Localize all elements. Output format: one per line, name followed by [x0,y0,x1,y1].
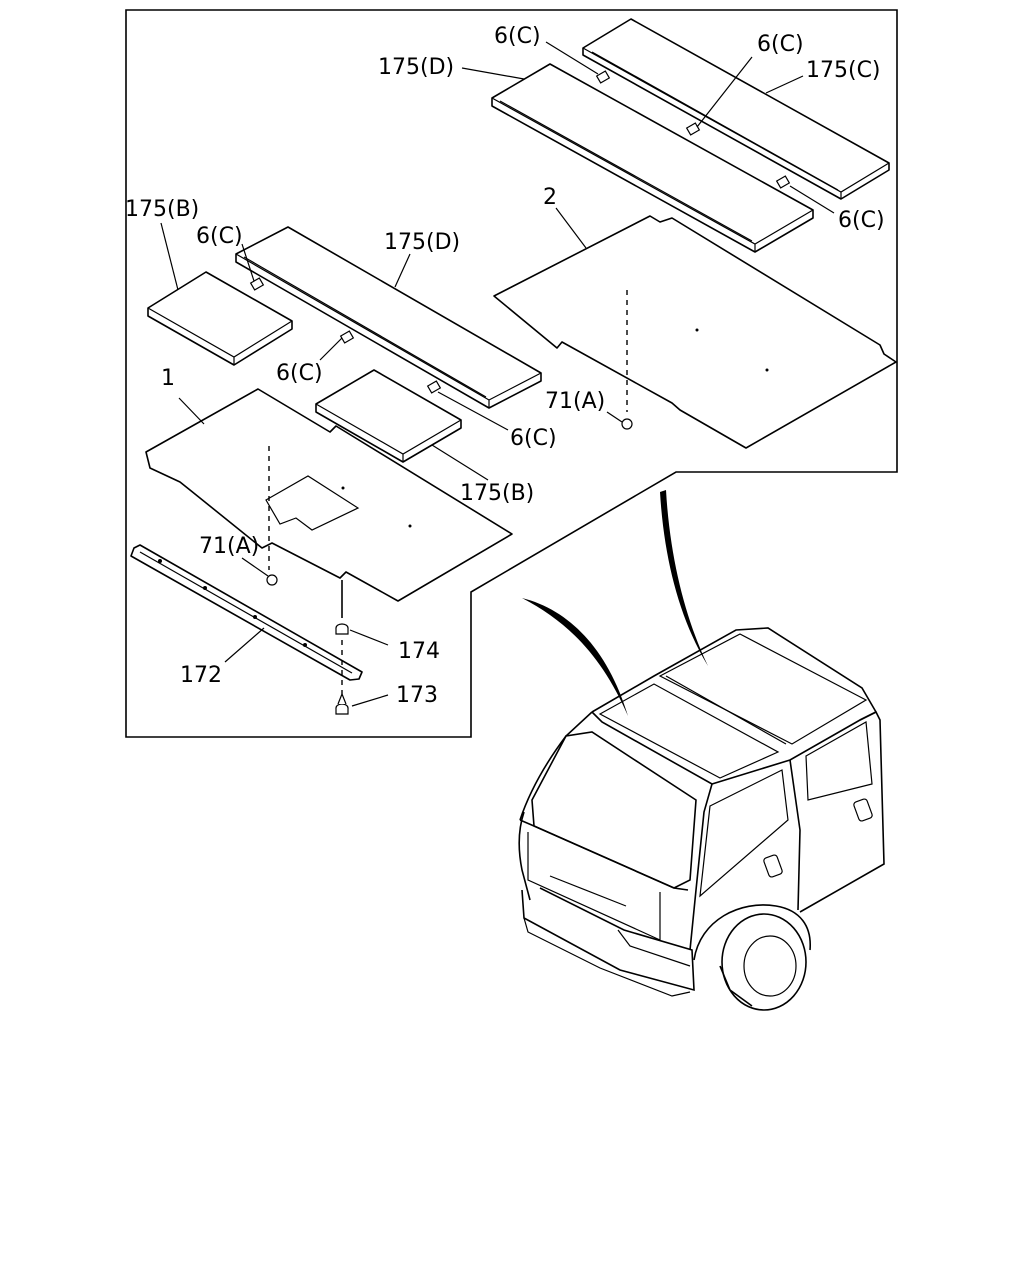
nut-174 [335,623,349,635]
callout-175c-top: 175(C) [806,58,881,83]
floor-mat-2 [493,215,897,449]
exploded-view-frame [125,9,898,738]
callout-1: 1 [161,366,175,391]
screw-173 [335,692,349,715]
clip-6c-mid-3 [426,380,442,394]
truck-cab-illustration [518,627,885,1011]
clip-6c-top-3 [775,175,791,189]
callout-6c-right: 6(C) [838,208,885,233]
callout-6c-lower: 6(C) [510,426,557,451]
callout-173: 173 [396,683,438,708]
callout-6c-mid: 6(C) [276,361,323,386]
callout-71a-right: 71(A) [545,389,605,414]
callout-175d-mid: 175(D) [384,230,460,255]
pointer-arrow-right [660,490,708,666]
callout-174: 174 [398,639,440,664]
panel-175b-left [147,271,293,366]
callout-175b-lower: 175(B) [460,481,534,506]
clip-6c-top-1 [595,70,611,84]
callout-172: 172 [180,663,222,688]
callout-2: 2 [543,185,557,210]
panel-175d-top [491,63,814,253]
pointer-arrow-left [522,598,628,716]
panel-175d-mid [235,226,542,409]
clip-71a-left [266,574,278,586]
panel-175b-lower [315,369,462,463]
clip-6c-top-2 [685,122,701,136]
panel-175c-top [582,18,890,200]
clip-6c-mid-1 [249,277,265,291]
callout-6c-top-right: 6(C) [757,32,804,57]
callout-175d-top: 175(D) [378,55,454,80]
floor-mat-1-cutout [265,475,360,531]
callout-6c-top-left: 6(C) [494,24,541,49]
floor-mat-1 [145,388,513,602]
callout-6c-left: 6(C) [196,224,243,249]
callout-175b-left: 175(B) [125,197,199,222]
callout-71a-left: 71(A) [199,534,259,559]
clip-6c-mid-2 [339,330,355,344]
clip-71a-right [621,418,633,430]
